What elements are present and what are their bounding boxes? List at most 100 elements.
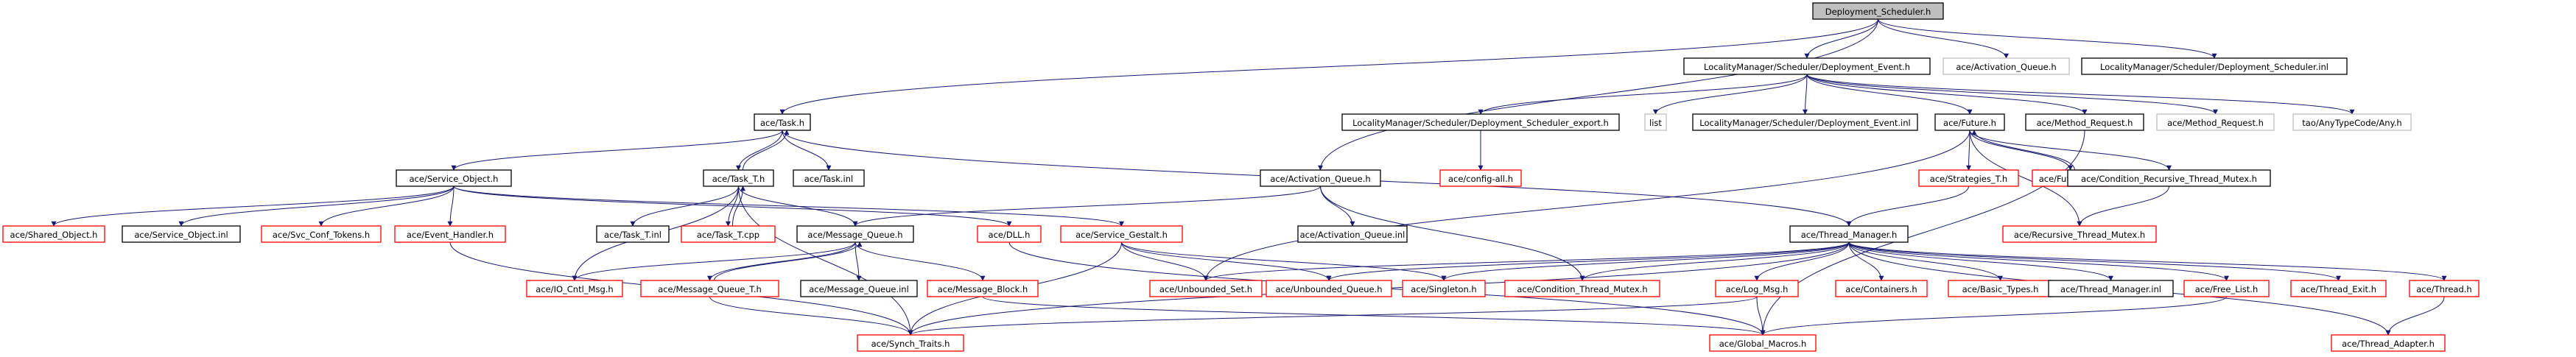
node-ace-thread-h: ace/Thread.h — [2409, 280, 2480, 297]
node-ace-io-cntl-msg-h: ace/IO_Cntl_Msg.h — [526, 280, 623, 297]
node-label: ace/Shared_Object.h — [10, 230, 98, 240]
node-ace-service-object-inl[interactable]: ace/Service_Object.inl — [122, 225, 241, 243]
node-box — [2156, 113, 2275, 131]
node-box — [793, 169, 865, 187]
node-box — [1504, 280, 1660, 297]
node-label: ace/Unbounded_Queue.h — [1275, 284, 1382, 294]
edge-n31-to-n47 — [1848, 241, 2447, 281]
node-box — [1918, 169, 2019, 187]
node-box — [2292, 113, 2412, 131]
node-ace-activation-queue-inl[interactable]: ace/Activation_Queue.inl — [1297, 225, 1408, 243]
node-ace-thread-adapter-h: ace/Thread_Adapter.h — [2331, 334, 2446, 352]
node-box — [1934, 113, 2005, 131]
node-label: ace/Method_Request.h — [2167, 118, 2264, 128]
node-ace-condition-recursive-thread-mutex-h[interactable]: ace/Condition_Recursive_Thread_Mutex.h — [2067, 169, 2271, 187]
node-ace-method-request-h: ace/Method_Request.h — [2156, 113, 2275, 131]
edge-n1-to-n17 — [1318, 18, 1878, 171]
node-box — [2002, 225, 2157, 243]
edge-n31-to-n38 — [1326, 241, 1850, 281]
node-label: LocalityManager/Scheduler/Deployment_Sch… — [1352, 118, 1609, 128]
edge-n29-to-n37 — [1121, 241, 1209, 281]
node-label: ace/Condition_Thread_Mutex.h — [1517, 284, 1647, 294]
edge-n31-to-n43 — [1848, 241, 2003, 281]
node-ace-message-queue-h[interactable]: ace/Message_Queue.h — [796, 225, 914, 243]
node-ace-future-h[interactable]: ace/Future.h — [1934, 113, 2005, 131]
node-label: ace/Containers.h — [1845, 284, 1917, 294]
node-ace-method-request-h[interactable]: ace/Method_Request.h — [2025, 113, 2144, 131]
node-ace-task-inl[interactable]: ace/Task.inl — [793, 169, 865, 187]
node-ace-log-msg-h: ace/Log_Msg.h — [1715, 280, 1799, 297]
node-ace-free-list-h: ace/Free_List.h — [2183, 280, 2270, 297]
node-label: ace/Strategies_T.h — [1930, 174, 2007, 184]
node-box — [261, 225, 382, 243]
node-label: ace/Service_Object.inl — [134, 230, 228, 240]
node-ace-basic-types-h: ace/Basic_Types.h — [1948, 280, 2053, 297]
node-ace-containers-h: ace/Containers.h — [1835, 280, 1928, 297]
edge-n31-to-n46 — [1848, 241, 2341, 281]
node-ace-strategies-t-h: ace/Strategies_T.h — [1918, 169, 2019, 187]
node-box — [800, 280, 918, 297]
node-box — [1835, 280, 1928, 297]
edge-n2-to-n11 — [1806, 74, 2218, 115]
node-localitymanager-scheduler-deployment-scheduler-export-h[interactable]: LocalityManager/Scheduler/Deployment_Sch… — [1341, 113, 1620, 131]
node-ace-task-t-h[interactable]: ace/Task_T.h — [703, 169, 774, 187]
node-box — [2409, 280, 2480, 297]
node-localitymanager-scheduler-deployment-event-inl[interactable]: LocalityManager/Scheduler/Deployment_Eve… — [1692, 113, 1918, 131]
node-label: ace/Thread.h — [2416, 284, 2471, 294]
edge-n14-to-n5 — [743, 130, 790, 171]
node-ace-activation-queue-h: ace/Activation_Queue.h — [1942, 57, 2070, 75]
edge-n17-to-n27 — [852, 185, 1321, 227]
edge-n1-to-n4 — [1878, 18, 2217, 59]
node-ace-message-queue-inl[interactable]: ace/Message_Queue.inl — [800, 280, 918, 297]
node-ace-thread-manager-inl[interactable]: ace/Thread_Manager.inl — [2048, 280, 2174, 297]
node-label: ace/Event_Handler.h — [407, 230, 494, 240]
node-label: ace/Recursive_Thread_Mutex.h — [2014, 230, 2145, 240]
node-box — [2048, 280, 2174, 297]
node-label: ace/Thread_Adapter.h — [2342, 339, 2435, 349]
edge-n27-to-n36 — [854, 241, 986, 281]
edge-n31-to-n44 — [1848, 241, 2113, 281]
edge-n5-to-n13 — [451, 130, 783, 171]
node-ace-unbounded-set-h: ace/Unbounded_Set.h — [1149, 280, 1263, 297]
node-label: Deployment_Scheduler.h — [1825, 7, 1931, 17]
node-box — [796, 225, 914, 243]
node-label: ace/Future.h — [1943, 118, 1996, 128]
edge-n2-to-n8 — [1803, 74, 1808, 115]
node-localitymanager-scheduler-deployment-event-h[interactable]: LocalityManager/Scheduler/Deployment_Eve… — [1683, 57, 1931, 75]
node-ace-task-h[interactable]: ace/Task.h — [754, 113, 811, 131]
edge-n27-to-n35 — [854, 241, 862, 281]
node-label: ace/Task_T.inl — [604, 230, 661, 240]
edge-n9-to-n32 — [1969, 130, 2082, 227]
node-box — [1812, 2, 1944, 20]
node-label: ace/Message_Queue_T.h — [658, 284, 762, 294]
node-box — [1149, 280, 1263, 297]
node-box — [2067, 169, 2271, 187]
node-ace-thread-exit-h: ace/Thread_Exit.h — [2290, 280, 2387, 297]
node-ace-task-t-inl[interactable]: ace/Task_T.inl — [596, 225, 670, 243]
node-ace-unbounded-queue-h: ace/Unbounded_Queue.h — [1266, 280, 1392, 297]
node-label: list — [1649, 118, 1662, 128]
dependency-nodes: Deployment_Scheduler.hLocalityManager/Sc… — [2, 2, 2480, 352]
edge-n31-to-n39 — [1441, 241, 1850, 281]
edge-n13-to-n28 — [453, 185, 1012, 227]
node-label: ace/Task_T.h — [712, 174, 765, 184]
node-ace-singleton-h: ace/Singleton.h — [1402, 280, 1486, 297]
node-box — [2025, 113, 2144, 131]
node-ace-service-object-h[interactable]: ace/Service_Object.h — [396, 169, 512, 187]
node-label: ace/Free_List.h — [2195, 284, 2259, 294]
node-localitymanager-scheduler-deployment-scheduler-inl[interactable]: LocalityManager/Scheduler/Deployment_Sch… — [2081, 57, 2348, 75]
node-label: ace/Task.h — [760, 118, 804, 128]
edge-n1-to-n3 — [1878, 18, 2009, 59]
node-box — [1709, 334, 1817, 352]
edge-n20-to-n32 — [2077, 185, 2169, 227]
node-box — [681, 225, 776, 243]
node-box — [2081, 57, 2348, 75]
edge-n13-to-n24 — [447, 185, 455, 227]
node-box — [1060, 225, 1183, 243]
node-box — [640, 280, 779, 297]
node-box — [1297, 225, 1408, 243]
node-ace-activation-queue-h[interactable]: ace/Activation_Queue.h — [1260, 169, 1381, 187]
node-label: ace/Unbounded_Set.h — [1159, 284, 1252, 294]
node-box — [1260, 169, 1381, 187]
node-ace-thread-manager-h[interactable]: ace/Thread_Manager.h — [1789, 225, 1909, 243]
